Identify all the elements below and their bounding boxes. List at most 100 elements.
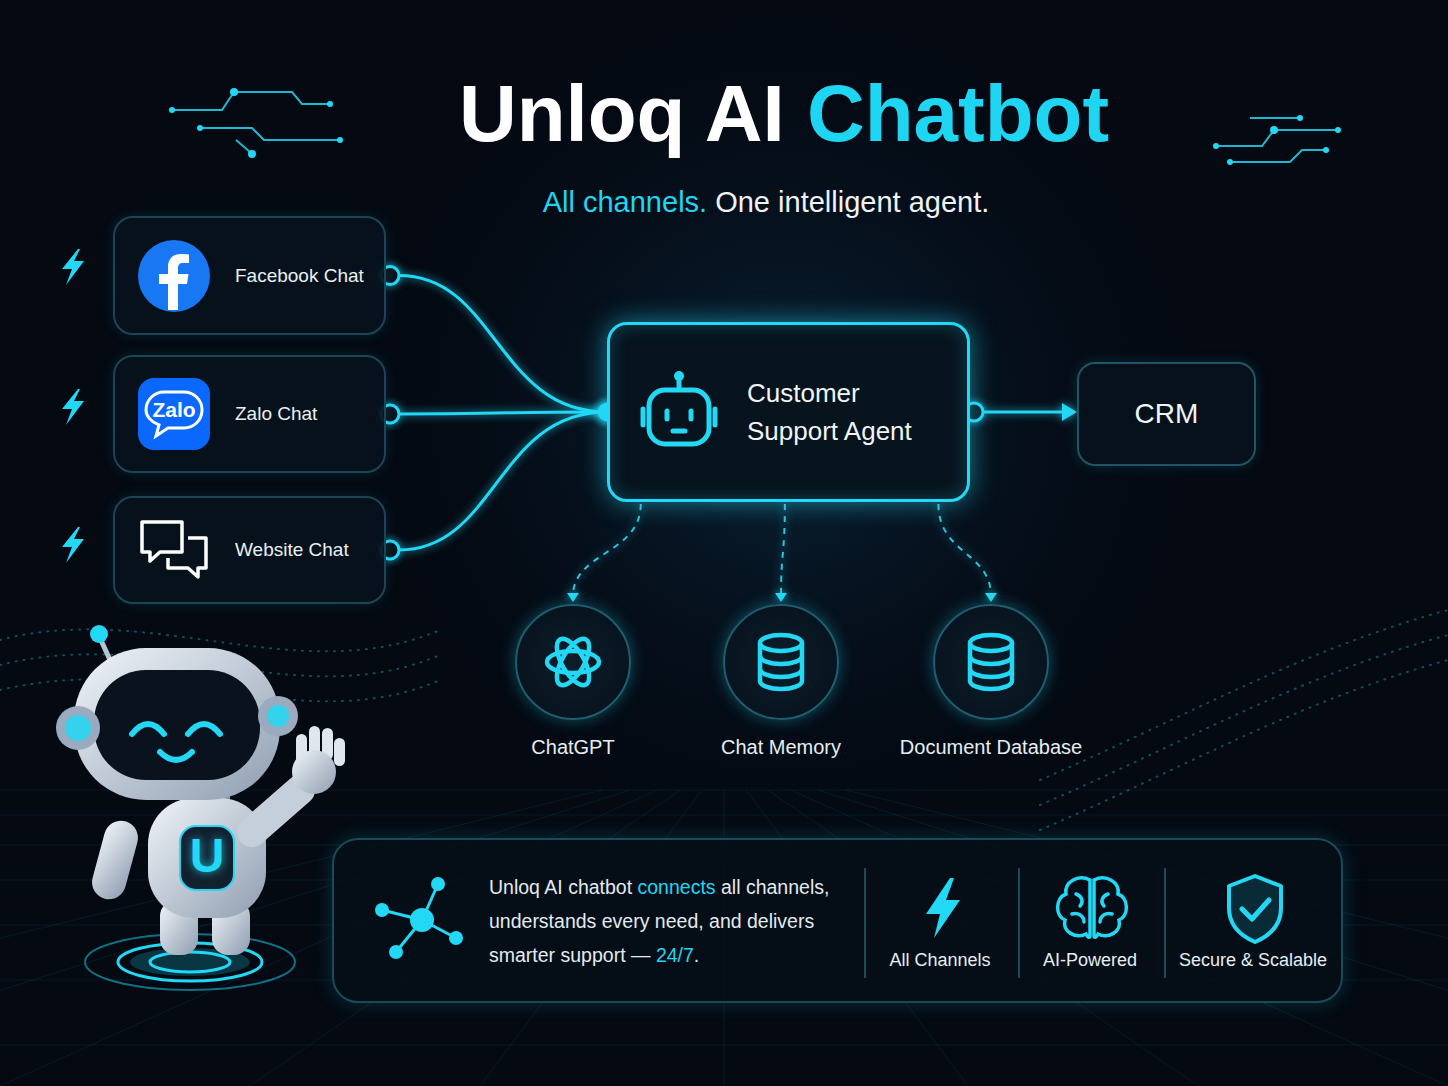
decoration-shape [150, 952, 230, 972]
decoration-shape [142, 522, 182, 561]
node-label: Chat Memory [721, 734, 841, 760]
decoration-shape [1058, 878, 1127, 937]
decoration-shape [327, 101, 333, 107]
connector [965, 403, 1077, 421]
decoration-shape [643, 409, 715, 425]
decoration-shape [168, 538, 206, 577]
decoration-shape [188, 724, 220, 734]
decoration-shape [88, 817, 142, 903]
connector [567, 504, 641, 602]
resource-node: Chat Memory [671, 604, 891, 760]
decoration-shape [169, 107, 175, 113]
decoration-shape [449, 931, 463, 945]
decoration-shape [74, 648, 280, 800]
decoration-shape [1072, 894, 1084, 922]
decoration-shape [94, 670, 260, 780]
decoration-shape [1040, 635, 1448, 805]
decoration-shape [1164, 868, 1166, 978]
connector-line [573, 504, 641, 596]
logo-wordmark: Zalo [138, 396, 210, 424]
particle-waves [0, 610, 1448, 830]
decoration-shape [674, 371, 684, 381]
decoration-shape [410, 908, 434, 932]
connector [775, 504, 787, 602]
panel-icons [334, 840, 1345, 1005]
decoration-shape [760, 643, 802, 689]
connector [938, 504, 997, 602]
decoration-shape [550, 634, 595, 690]
decoration-shape [62, 389, 84, 425]
node-icon [138, 514, 210, 586]
decoration-shape [864, 868, 866, 978]
arrowhead [775, 593, 787, 602]
decoration-shape [389, 945, 403, 959]
decoration-shape [970, 656, 1012, 677]
decoration-shape [1058, 878, 1090, 937]
decoration-shape [1242, 900, 1269, 919]
arrowhead [1062, 403, 1077, 421]
decoration-shape [1335, 127, 1341, 133]
decoration-shape [334, 840, 1345, 1005]
resource-node: Document Database [881, 604, 1101, 760]
connector-line [399, 412, 607, 414]
decoration-shape [1323, 147, 1329, 153]
decoration-shape [1229, 876, 1281, 942]
decoration-shape [1100, 894, 1112, 922]
decoration-shape [375, 903, 389, 917]
connector-line [399, 412, 607, 550]
decoration-shape [1270, 126, 1278, 134]
decoration-shape [1018, 868, 1020, 978]
decoration-shape [1250, 117, 1300, 119]
connector-line [781, 504, 785, 596]
connector-line [983, 411, 1073, 414]
decoration-shape [138, 240, 210, 312]
node-icon [634, 367, 724, 457]
decoration-shape [248, 150, 256, 158]
decoration-shape [1040, 660, 1448, 830]
floor-grid [0, 790, 1448, 1086]
decoration-shape [62, 249, 84, 285]
decoration-shape [1213, 143, 1219, 149]
decoration-shape [970, 635, 1012, 651]
decoration-shape [673, 429, 685, 434]
decoration-shape [959, 630, 1023, 694]
mascot-robot [56, 625, 345, 990]
decoration-shape [760, 656, 802, 677]
resource-circle [723, 604, 839, 720]
node-label: ChatGPT [531, 734, 614, 760]
decoration-shape [382, 884, 456, 952]
node-label: Facebook Chat [235, 263, 364, 289]
decoration-shape [547, 651, 599, 673]
decoration-shape [138, 514, 210, 586]
feature-label: All Channels [855, 947, 1025, 973]
feature-label: Secure & Scalable [1168, 947, 1338, 973]
decoration-shape [538, 627, 608, 697]
node-label: Website Chat [235, 537, 349, 563]
decoration-shape [160, 752, 192, 760]
decoration-shape [431, 877, 445, 891]
decoration-shape [138, 240, 210, 312]
panel-text: Unloq AI chatbot connects all channels, … [489, 870, 857, 972]
subtitle-text: All channels. One intelligent agent. [266, 182, 1266, 222]
lightning-bolts [62, 249, 84, 563]
decoration-shape [138, 378, 210, 450]
agent-box: Customer Support Agent [607, 322, 970, 502]
decoration-shape [1094, 878, 1126, 937]
decoration-shape [90, 625, 108, 643]
decoration-shape [926, 878, 960, 938]
decoration-shape [230, 88, 238, 96]
title-text: Unloq AI Chatbot [184, 64, 1384, 164]
node-label: CRM [1135, 396, 1199, 432]
decoration-shape [1040, 610, 1448, 780]
summary-panel: Unloq AI chatbot connects all channels, … [332, 838, 1343, 1003]
decoration-shape [1297, 115, 1303, 121]
arrowhead [567, 593, 579, 602]
decoration-shape [236, 140, 250, 152]
decoration-shape [1094, 878, 1126, 937]
channel-box: Facebook Chat [113, 216, 386, 335]
resource-node: ChatGPT [463, 604, 683, 760]
connector-line [938, 504, 991, 596]
decoration-shape [56, 706, 100, 750]
decoration-shape [159, 254, 189, 310]
